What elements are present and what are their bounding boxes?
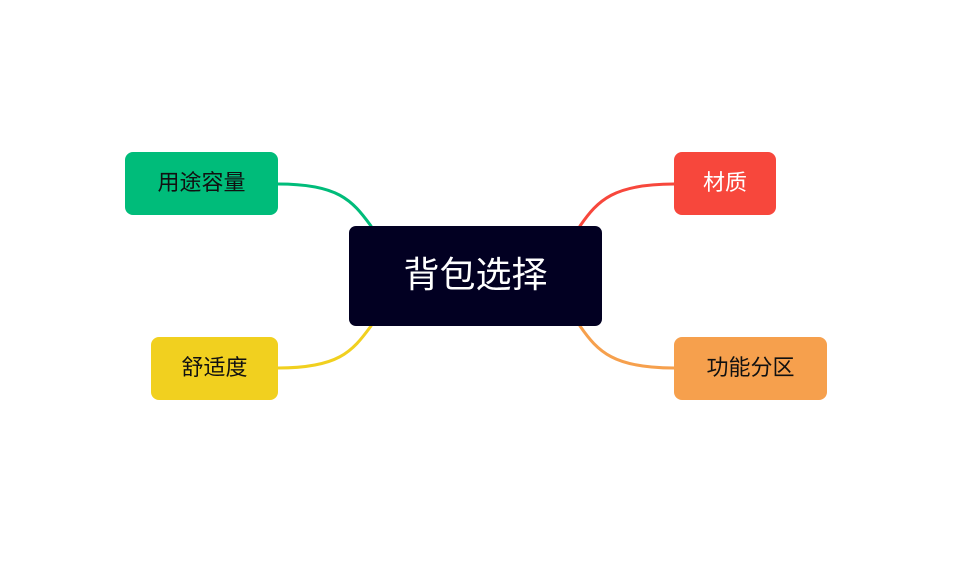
branch-label-comfort: 舒适度 bbox=[181, 355, 248, 381]
central-topic-node[interactable]: 背包选择 bbox=[349, 226, 602, 326]
branch-node-comfort[interactable]: 舒适度 bbox=[151, 337, 278, 400]
branch-label-capacity: 用途容量 bbox=[157, 170, 246, 196]
connector-zones bbox=[578, 324, 676, 370]
branch-node-capacity[interactable]: 用途容量 bbox=[125, 152, 278, 215]
branch-label-zones: 功能分区 bbox=[706, 355, 795, 381]
connector-capacity bbox=[276, 182, 373, 228]
connector-material bbox=[578, 182, 676, 228]
connector-comfort bbox=[276, 324, 373, 370]
branch-node-zones[interactable]: 功能分区 bbox=[674, 337, 827, 400]
central-topic-label: 背包选择 bbox=[403, 255, 548, 296]
branch-label-material: 材质 bbox=[702, 170, 747, 196]
branch-node-material[interactable]: 材质 bbox=[674, 152, 776, 215]
